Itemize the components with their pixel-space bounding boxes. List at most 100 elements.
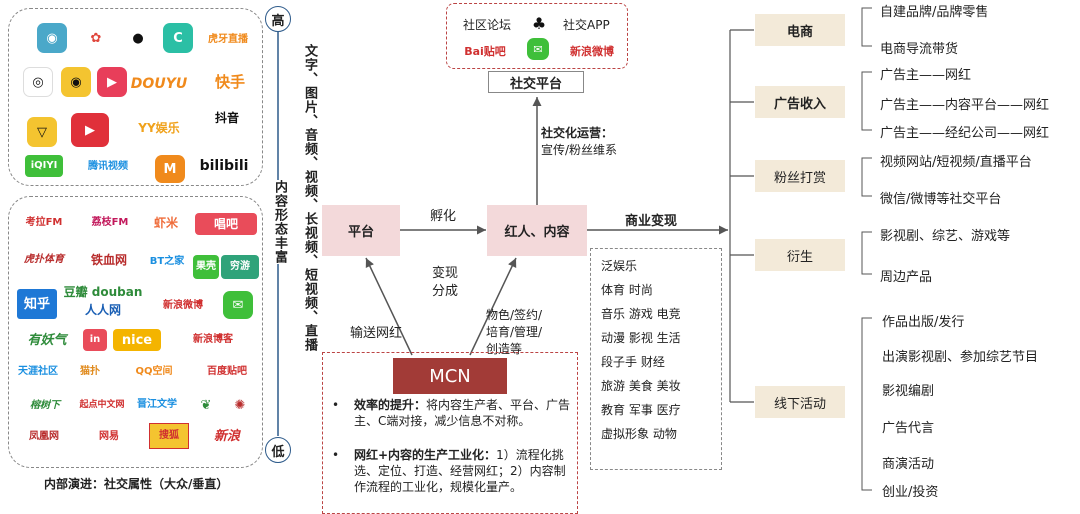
- revenue-item: 创业/投资: [882, 485, 939, 500]
- logo-sina-blog: 新浪博客: [193, 334, 233, 345]
- app-label: 社交APP: [563, 18, 610, 32]
- revenue-item: 出演影视剧、参加综艺节目: [882, 350, 1039, 365]
- low-circle: 低: [265, 437, 291, 463]
- logo-youyaoqi: 有妖气: [27, 332, 67, 348]
- service-line-2: 培育/管理/: [486, 325, 543, 339]
- bottom-logo-panel: 考拉FM 荔枝FM 虾米 唱吧 虎扑体育 铁血网 BT之家 果壳 穷游 知乎 豆…: [8, 196, 263, 468]
- logo-xiami: 虾米: [153, 216, 178, 230]
- left-footer: 内部演进：社交属性（大众/垂直）: [44, 477, 229, 491]
- revenue-item: 微信/微博等社交平台: [880, 192, 1002, 207]
- social-ops-text: 宣传/粉丝维系: [541, 143, 618, 157]
- revenue-item: 作品出版/发行: [882, 315, 965, 330]
- realize-label: 变现: [432, 266, 459, 281]
- revenue-item: 商演活动: [882, 457, 935, 472]
- app-logo-10: M: [155, 155, 185, 183]
- revenue-item: 电商导流带货: [880, 42, 959, 57]
- bullet-2-head: 网红+内容的生产工业化：: [354, 448, 497, 462]
- forum-label: 社区论坛: [463, 18, 512, 32]
- yy-logo: YY娱乐: [138, 121, 180, 135]
- qq-icon: ♣: [527, 10, 551, 36]
- logo-tieba-left: 百度贴吧: [207, 366, 247, 377]
- huya-logo: 虎牙直播: [208, 34, 248, 45]
- category-item: 段子手 财经: [601, 355, 665, 369]
- app-logo-7: ▶: [97, 67, 127, 97]
- logo-tianya: 天涯社区: [18, 366, 58, 377]
- revenue-item: 周边产品: [880, 270, 933, 285]
- app-logo-5: ◎: [23, 67, 53, 97]
- logo-jinjiang: 晋江文学: [137, 399, 177, 410]
- logo-douban: 豆瓣 douban: [63, 285, 143, 299]
- service-line-1: 物色/签约/: [486, 308, 543, 322]
- revenue-item: 广告主——内容平台——网红: [880, 98, 1050, 113]
- logo-nice: nice: [113, 329, 161, 351]
- logo-zhihu: 知乎: [17, 289, 57, 319]
- logo-weibo-left: 新浪微博: [163, 300, 203, 311]
- logo-btzhijia: BT之家: [149, 256, 185, 267]
- share-label: 分成: [432, 284, 459, 299]
- logo-lizhi: 荔枝FM: [91, 217, 129, 228]
- bilibili-logo: bilibili: [199, 158, 249, 174]
- category-item: 音乐 游戏 电竞: [601, 307, 681, 321]
- app-logo-9: ▶: [71, 113, 109, 147]
- platform-box: 平台: [322, 205, 400, 256]
- kuaishou-logo: 快手: [214, 72, 245, 91]
- bullet-1: • 效率的提升：将内容生产者、平台、广告主、C端对接，减少信息不对称。: [332, 398, 571, 428]
- offline-box: 线下活动: [755, 386, 845, 418]
- media-types-label: 文字、图片、音频、视频、长视频、短视频、直播: [302, 44, 317, 352]
- influencer-content-box: 红人、内容: [487, 205, 587, 256]
- category-item: 泛娱乐: [601, 259, 638, 273]
- social-ops-title: 社交化运营：: [541, 126, 614, 140]
- logo-mop: 猫扑: [80, 366, 100, 377]
- category-item: 体育 时尚: [601, 283, 653, 297]
- tieba-logo: Bai贴吧: [464, 44, 506, 58]
- logo-hupu: 虎扑体育: [24, 254, 64, 265]
- app-logo-4: C: [163, 23, 193, 53]
- revenue-item: 广告主——经纪公司——网红: [880, 126, 1050, 141]
- commercial-label: 商业变现: [625, 214, 678, 229]
- high-circle: 高: [265, 6, 291, 32]
- fan-tipping-box: 粉丝打赏: [755, 160, 845, 192]
- wechat-icon-left: ✉: [223, 291, 253, 319]
- incubate-label: 孵化: [430, 209, 457, 224]
- category-item: 动漫 影视 生活: [601, 331, 681, 345]
- logo-qzone: QQ空间: [135, 366, 173, 377]
- ad-revenue-box: 广告收入: [755, 86, 845, 118]
- app-logo-3: ●: [123, 23, 153, 53]
- logo-rongshuxia: 榕树下: [30, 400, 60, 411]
- revenue-item: 视频网站/短视频/直播平台: [880, 155, 1032, 170]
- category-item: 教育 军事 医疗: [601, 403, 681, 417]
- wechat-icon: ✉: [527, 38, 549, 60]
- logo-sina: 新浪: [213, 428, 240, 444]
- iqiyi-logo: iQIYI: [25, 155, 63, 177]
- social-logo-box: 社区论坛 ♣ 社交APP Bai贴吧 ✉ 新浪微博: [446, 3, 628, 69]
- bullet-1-head: 效率的提升：: [354, 398, 427, 412]
- logo-sohu: 搜狐: [149, 423, 189, 449]
- app-logo-6: ◉: [61, 67, 91, 97]
- logo-netease: 网易: [99, 431, 119, 442]
- logo-in: in: [83, 329, 107, 351]
- bullet-1-body: 将内容生产者、平台、广告主、C端对接，减少信息不对称。: [354, 398, 571, 428]
- app-logo-2: ✿: [81, 23, 111, 53]
- content-form-label: 内容形态丰富: [270, 180, 289, 264]
- logo-ifeng: 凤凰网: [29, 431, 59, 442]
- category-item: 旅游 美食 美妆: [601, 379, 681, 393]
- social-platform-box: 社交平台: [488, 71, 584, 93]
- revenue-item: 影视剧、综艺、游戏等: [880, 229, 1011, 244]
- logo-guoke: 果壳: [193, 255, 219, 279]
- revenue-item: 自建品牌/品牌零售: [880, 5, 989, 20]
- categories-box: 泛娱乐 体育 时尚 音乐 游戏 电竞 动漫 影视 生活 段子手 财经 旅游 美食…: [590, 248, 722, 470]
- ecommerce-box: 电商: [755, 14, 845, 46]
- logo-renren: 人人网: [84, 303, 121, 317]
- app-logo-1: ◉: [37, 23, 67, 53]
- app-logo-8: ▽: [27, 117, 57, 147]
- revenue-item: 广告主——网红: [880, 68, 972, 83]
- category-item: 虚拟形象 动物: [601, 427, 677, 441]
- logo-changba: 唱吧: [195, 213, 257, 235]
- revenue-item: 广告代言: [882, 421, 935, 436]
- tencent-video-logo: 腾讯视频: [88, 161, 128, 172]
- logo-tiexue: 铁血网: [90, 253, 127, 267]
- bullet-2: • 网红+内容的生产工业化：1）流程化挑选、定位、打造、经营网红；2）内容制作流…: [332, 448, 566, 494]
- logo-kaola: 考拉FM: [25, 217, 63, 228]
- app-logo-11: ❦: [193, 393, 219, 417]
